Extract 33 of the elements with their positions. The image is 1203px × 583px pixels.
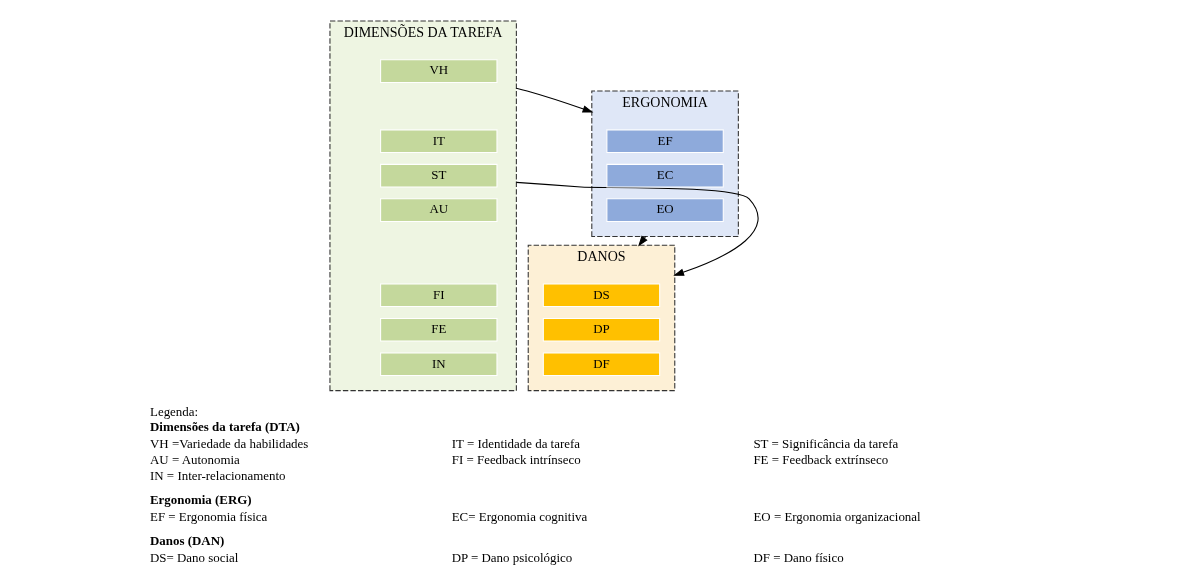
- node-box: EC: [606, 163, 724, 188]
- node-box: FE: [380, 317, 498, 342]
- node-box: FI: [380, 283, 498, 308]
- label: FI = Feedback intrínseco: [451, 452, 581, 468]
- arrow: [638, 235, 648, 247]
- label: Legenda:: [150, 403, 199, 419]
- node-box: DS: [542, 283, 661, 308]
- label: VH =Variedade da habilidades: [150, 435, 309, 451]
- label: IT = Identidade da tarefa: [451, 435, 581, 451]
- label: EO = Ergonomia organizacional: [753, 509, 921, 525]
- label: DF = Dano físico: [753, 550, 844, 566]
- node-box: EF: [606, 129, 724, 154]
- node-box: DP: [542, 317, 661, 342]
- label: DP = Dano psicológico: [451, 550, 573, 566]
- label: IN = Inter-relacionamento: [150, 468, 286, 484]
- node-box: EO: [606, 198, 724, 222]
- label: EC= Ergonomia cognitiva: [451, 509, 588, 525]
- label: Danos (DAN): [150, 532, 225, 548]
- arrow: [515, 87, 594, 113]
- label: ST = Significância da tarefa: [753, 435, 899, 451]
- label: Ergonomia (ERG): [150, 491, 252, 507]
- node-box: DF: [542, 352, 661, 377]
- label: EF = Ergonomia física: [150, 509, 268, 525]
- node-box: VH: [380, 59, 498, 83]
- label: Dimensões da tarefa (DTA): [150, 418, 300, 434]
- node-box: IN: [380, 352, 498, 377]
- node-box: AU: [380, 198, 498, 222]
- label: AU = Autonomia: [150, 452, 240, 468]
- arrow: [515, 181, 759, 276]
- node-box: ST: [380, 163, 498, 188]
- node-box: IT: [380, 129, 498, 154]
- label: FE = Feedback extrínseco: [753, 452, 889, 468]
- label: DS= Dano social: [150, 550, 239, 566]
